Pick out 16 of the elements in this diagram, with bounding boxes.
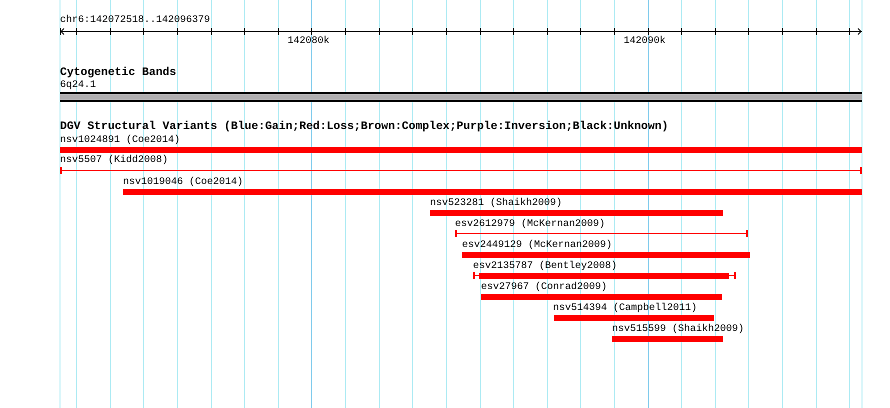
tick-label: 142080k bbox=[287, 36, 330, 47]
variant-label: nsv514394 (Campbell2011) bbox=[553, 303, 698, 314]
coordinate-range: chr6:142072518..142096379 bbox=[60, 15, 210, 26]
track-title: Cytogenetic Bands bbox=[60, 68, 176, 79]
variant-label: nsv523281 (Shaikh2009) bbox=[430, 198, 562, 209]
variant-label: nsv5507 (Kidd2008) bbox=[60, 155, 168, 166]
variant-label: esv2449129 (McKernan2009) bbox=[462, 240, 612, 251]
variant-label: esv2612979 (McKernan2009) bbox=[455, 219, 606, 230]
variant-label: nsv1019046 (Coe2014) bbox=[123, 177, 244, 188]
variant-label: nsv1024891 (Coe2014) bbox=[60, 135, 180, 146]
variant-label: esv2135787 (Bentley2008) bbox=[473, 261, 618, 272]
variant-label: esv27967 (Conrad2009) bbox=[481, 282, 608, 293]
track-title: DGV Structural Variants (Blue:Gain;Red:Loss;Brown:Complex;Purple:Inversion;Black:Unknown) bbox=[60, 122, 668, 133]
tick-label: 142090k bbox=[624, 36, 666, 47]
variant-label: nsv515599 (Shaikh2009) bbox=[612, 324, 744, 335]
band-name: 6q24.1 bbox=[60, 80, 96, 91]
